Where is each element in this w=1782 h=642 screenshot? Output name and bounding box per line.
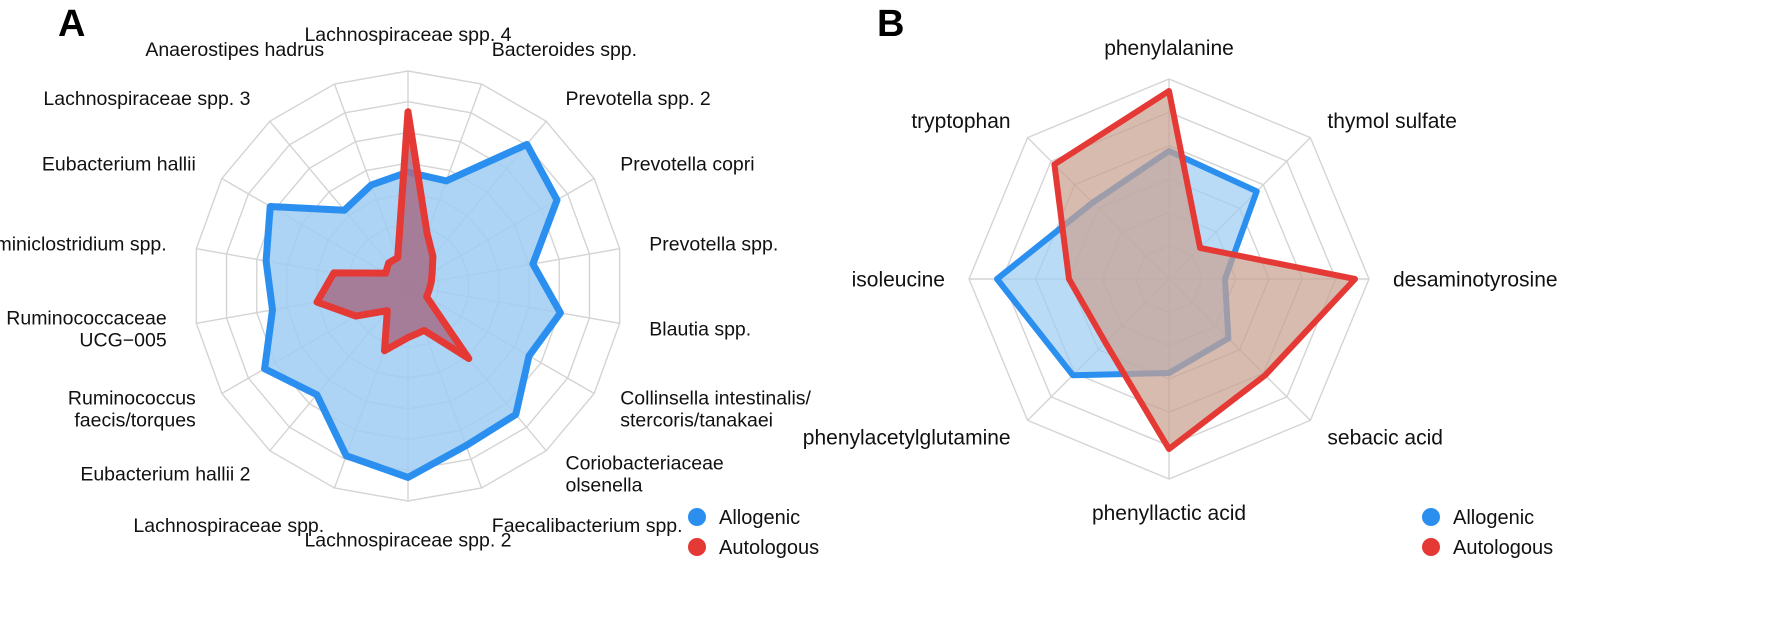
- legend-label-autologous: Autologous: [1453, 537, 1553, 559]
- axis-label-collinsella-intestinalis-stercoris-tanakaei: Collinsella intestinalis/stercoris/tanak…: [620, 387, 811, 431]
- legend-swatch-allogenic: [1421, 507, 1441, 527]
- axis-label-ruminiclostridium-spp: Ruminiclostridium spp.: [0, 233, 167, 255]
- axis-label-prevotella-copri: Prevotella copri: [620, 153, 754, 175]
- axis-label-isoleucine: isoleucine: [852, 268, 945, 291]
- series-autologous-area: [313, 108, 473, 362]
- axis-label-lachnospiraceae-spp-3: Lachnospiraceae spp. 3: [43, 88, 250, 110]
- axis-label-prevotella-spp: Prevotella spp.: [649, 233, 778, 255]
- axis-label-thymol-sulfate: thymol sulfate: [1327, 110, 1457, 133]
- axis-label-eubacterium-hallii: Eubacterium hallii: [42, 153, 196, 175]
- axis-label-phenyllactic-acid: phenyllactic acid: [1092, 502, 1246, 525]
- axis-label-phenylalanine: phenylalanine: [1104, 37, 1234, 60]
- legend-label-autologous: Autologous: [719, 537, 819, 559]
- axis-label-sebacic-acid: sebacic acid: [1327, 427, 1443, 450]
- series-autologous-area: [1051, 88, 1358, 452]
- panel-b-letter: B: [877, 3, 904, 45]
- axis-label-eubacterium-hallii-2: Eubacterium hallii 2: [80, 464, 250, 486]
- axis-label-desaminotyrosine: desaminotyrosine: [1393, 268, 1558, 291]
- axis-label-blautia-spp: Blautia spp.: [649, 318, 751, 340]
- axis-label-phenylacetylglutamine: phenylacetylglutamine: [803, 427, 1011, 450]
- legend-swatch-autologous: [687, 537, 707, 557]
- legend-swatch-allogenic: [687, 507, 707, 527]
- axis-label-lachnospiraceae-spp-2: Lachnospiraceae spp. 2: [304, 530, 511, 552]
- legend-label-allogenic: Allogenic: [719, 507, 800, 529]
- axis-label-bacteroides-spp: Bacteroides spp.: [492, 39, 637, 61]
- axis-label-anaerostipes-hadrus: Anaerostipes hadrus: [145, 39, 324, 61]
- legend-label-allogenic: Allogenic: [1453, 507, 1534, 529]
- radar-chart-b: phenylalanine thymol sulfate desaminotyros…: [803, 37, 1558, 525]
- axis-label-lachnospiraceae-spp: Lachnospiraceae spp.: [133, 515, 324, 537]
- panel-a-letter: A: [58, 3, 85, 45]
- legend-swatch-autologous: [1421, 537, 1441, 557]
- axis-label-prevotella-spp-2: Prevotella spp. 2: [566, 88, 711, 110]
- axis-label-faecalibacterium-spp: Faecalibacterium spp.: [492, 515, 683, 537]
- axis-label-lachnospiraceae-spp-4: Lachnospiraceae spp. 4: [304, 24, 511, 46]
- axis-label-tryptophan: tryptophan: [911, 110, 1010, 133]
